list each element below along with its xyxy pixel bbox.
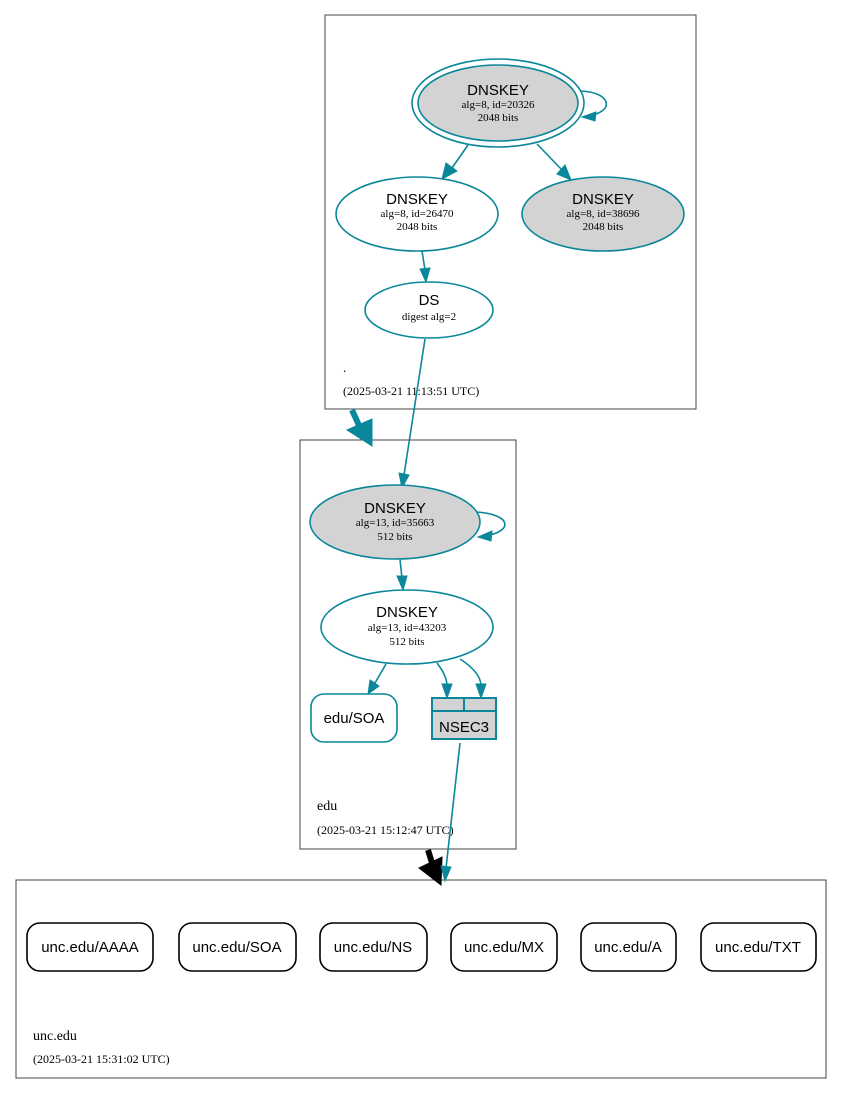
edge-root-ksk-to-key38696 [536, 143, 572, 181]
node-root-ksk-bits: 2048 bits [478, 112, 519, 124]
edge-root-ksk-to-zsk [441, 144, 469, 180]
node-root-zsk-26470[interactable]: DNSKEY alg=8, id=26470 2048 bits [335, 176, 499, 252]
zone-edu-name: edu [317, 799, 337, 814]
node-edu-zsk-title: DNSKEY [376, 604, 438, 621]
edge-edu-zsk-to-nsec3-a [436, 662, 453, 700]
node-edu-nsec3[interactable]: NSEC3 [431, 697, 497, 740]
edge-nsec3-to-unc-edu [440, 742, 461, 883]
delegation-arrow-root-to-edu [345, 408, 373, 447]
edge-edu-zsk-to-soa [367, 663, 387, 696]
node-edu-ksk-title: DNSKEY [364, 500, 426, 517]
node-root-zsk-bits: 2048 bits [397, 221, 438, 233]
node-unc-edu-txt-label: unc.edu/TXT [715, 939, 801, 956]
zone-unc-edu-box [15, 879, 827, 1079]
node-unc-edu-soa[interactable]: unc.edu/SOA [178, 922, 297, 972]
zone-root-box [324, 14, 697, 410]
node-edu-nsec3-label: NSEC3 [439, 719, 489, 736]
node-unc-edu-aaaa[interactable]: unc.edu/AAAA [26, 922, 154, 972]
node-root-key-38696[interactable]: DNSKEY alg=8, id=38696 2048 bits [521, 176, 685, 252]
node-edu-ksk-bits: 512 bits [377, 531, 412, 543]
zone-unc-edu: unc.edu (2025-03-21 15:31:02 UTC) [15, 879, 827, 1079]
node-edu-soa[interactable]: edu/SOA [310, 693, 398, 743]
zone-edu: edu (2025-03-21 15:12:47 UTC) [299, 439, 517, 850]
node-root-ds-title: DS [419, 292, 440, 309]
node-edu-ksk-35663[interactable]: DNSKEY alg=13, id=35663 512 bits [309, 484, 481, 560]
node-root-zsk-alg: alg=8, id=26470 [381, 208, 454, 220]
node-unc-edu-soa-label: unc.edu/SOA [192, 939, 281, 956]
zone-edu-box [299, 439, 517, 850]
node-edu-ksk-alg: alg=13, id=35663 [356, 517, 435, 529]
node-unc-edu-ns[interactable]: unc.edu/NS [319, 922, 428, 972]
node-unc-edu-a[interactable]: unc.edu/A [580, 922, 677, 972]
node-root-ksk-title: DNSKEY [467, 82, 529, 99]
node-edu-zsk-43203[interactable]: DNSKEY alg=13, id=43203 512 bits [320, 589, 494, 665]
node-unc-edu-mx-label: unc.edu/MX [464, 939, 544, 956]
node-edu-zsk-bits: 512 bits [389, 636, 424, 648]
node-root-key38696-alg: alg=8, id=38696 [567, 208, 640, 220]
node-unc-edu-aaaa-label: unc.edu/AAAA [41, 939, 139, 956]
edge-edu-zsk-to-nsec3-b [459, 658, 487, 700]
node-edu-soa-label: edu/SOA [324, 710, 385, 727]
zone-root-timestamp: (2025-03-21 11:13:51 UTC) [343, 384, 479, 398]
node-root-ksk-alg: alg=8, id=20326 [462, 99, 535, 111]
node-root-key38696-title: DNSKEY [572, 191, 634, 208]
node-unc-edu-ns-label: unc.edu/NS [334, 939, 412, 956]
edge-root-zsk-to-ds [419, 250, 431, 284]
node-edu-zsk-alg: alg=13, id=43203 [368, 622, 447, 634]
edge-root-ksk-self [579, 90, 608, 122]
zone-unc-edu-name: unc.edu [33, 1029, 77, 1044]
zone-root: . (2025-03-21 11:13:51 UTC) [324, 14, 697, 410]
node-unc-edu-txt[interactable]: unc.edu/TXT [700, 922, 817, 972]
delegation-arrow-edu-to-unc-edu [418, 849, 443, 886]
zone-root-name: . [343, 360, 346, 375]
node-root-ksk-20326[interactable]: DNSKEY alg=8, id=20326 2048 bits [411, 58, 585, 148]
zone-unc-edu-timestamp: (2025-03-21 15:31:02 UTC) [33, 1052, 170, 1066]
node-root-key38696-bits: 2048 bits [583, 221, 624, 233]
node-unc-edu-mx[interactable]: unc.edu/MX [450, 922, 558, 972]
node-root-ds[interactable]: DS digest alg=2 [364, 281, 494, 339]
node-root-ds-digest: digest alg=2 [402, 311, 456, 323]
edge-edu-ksk-self [475, 511, 506, 542]
node-root-zsk-title: DNSKEY [386, 191, 448, 208]
zone-edu-timestamp: (2025-03-21 15:12:47 UTC) [317, 823, 454, 837]
node-unc-edu-a-label: unc.edu/A [594, 939, 662, 956]
edge-ds-to-edu-ksk [398, 338, 426, 490]
edge-edu-ksk-to-zsk [396, 559, 408, 592]
